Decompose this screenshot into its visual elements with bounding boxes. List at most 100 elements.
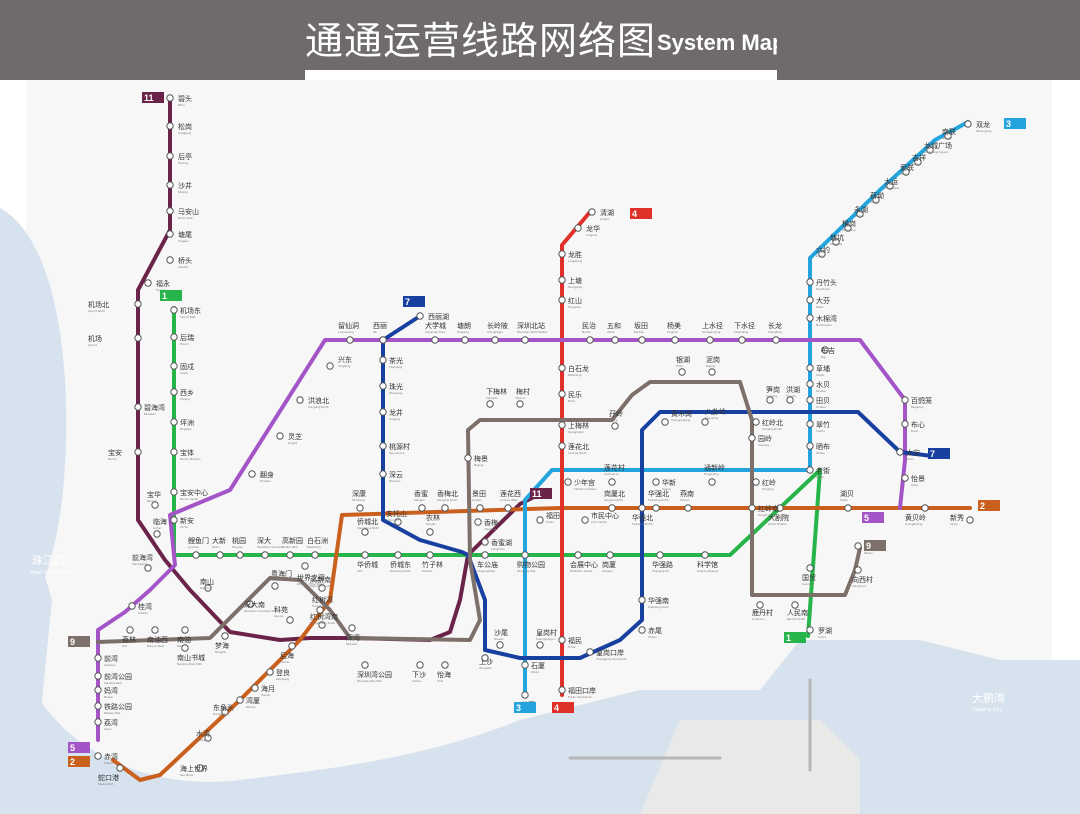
station-dot[interactable] <box>638 626 646 634</box>
station-dot[interactable] <box>418 504 426 512</box>
station-dot[interactable] <box>204 734 212 742</box>
station-dot[interactable] <box>361 528 369 536</box>
station-dot[interactable] <box>379 382 387 390</box>
station-dot[interactable] <box>608 478 616 486</box>
station-dot[interactable] <box>301 562 309 570</box>
station-dot[interactable] <box>818 250 826 258</box>
station-dot[interactable] <box>474 518 482 526</box>
station-dot[interactable] <box>261 551 269 559</box>
station-dot[interactable] <box>166 181 174 189</box>
station-dot[interactable] <box>558 636 566 644</box>
station-dot[interactable] <box>872 196 880 204</box>
station-dot[interactable] <box>608 504 616 512</box>
station-dot[interactable] <box>170 333 178 341</box>
station-dot[interactable] <box>221 632 229 640</box>
station-dot[interactable] <box>558 296 566 304</box>
station-dot[interactable] <box>844 224 852 232</box>
station-dot[interactable] <box>921 504 929 512</box>
station-dot[interactable] <box>854 542 862 550</box>
station-dot[interactable] <box>574 224 582 232</box>
station-dot[interactable] <box>134 300 142 308</box>
station-dot[interactable] <box>94 718 102 726</box>
station-dot[interactable] <box>652 478 660 486</box>
station-dot[interactable] <box>170 488 178 496</box>
station-dot[interactable] <box>361 551 369 559</box>
station-dot[interactable] <box>944 132 952 140</box>
station-dot[interactable] <box>464 454 472 462</box>
station-dot[interactable] <box>318 621 326 629</box>
station-dot[interactable] <box>416 661 424 669</box>
station-dot[interactable] <box>311 551 319 559</box>
station-dot[interactable] <box>678 368 686 376</box>
station-dot[interactable] <box>748 434 756 442</box>
station-dot[interactable] <box>394 551 402 559</box>
station-dot[interactable] <box>671 336 679 344</box>
station-dot[interactable] <box>236 551 244 559</box>
station-dot[interactable] <box>441 504 449 512</box>
station-dot[interactable] <box>856 210 864 218</box>
station-dot[interactable] <box>94 702 102 710</box>
station-dot[interactable] <box>266 668 274 676</box>
station-dot[interactable] <box>276 432 284 440</box>
station-dot[interactable] <box>94 672 102 680</box>
station-dot[interactable] <box>521 661 529 669</box>
station-dot[interactable] <box>356 504 364 512</box>
station-dot[interactable] <box>166 122 174 130</box>
station-dot[interactable] <box>558 250 566 258</box>
station-dot[interactable] <box>966 516 974 524</box>
station-dot[interactable] <box>766 396 774 404</box>
station-dot[interactable] <box>181 644 189 652</box>
station-dot[interactable] <box>701 418 709 426</box>
